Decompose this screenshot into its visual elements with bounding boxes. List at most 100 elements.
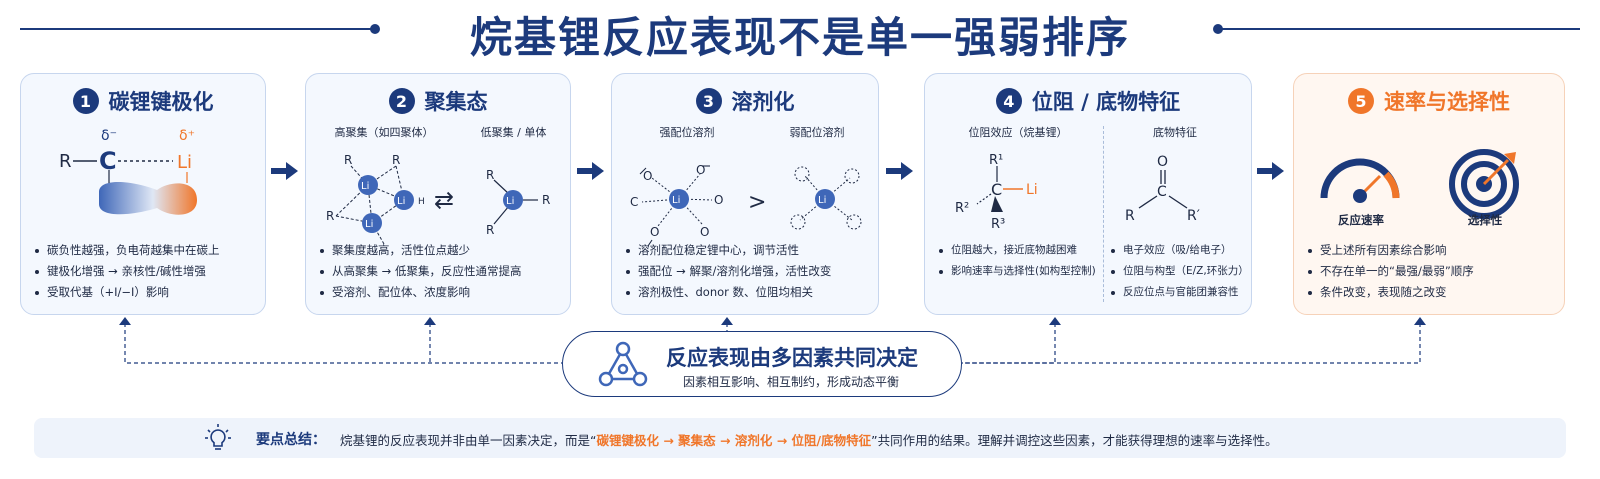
carbon-atom: C	[630, 195, 638, 209]
comparison-symbol: >	[748, 190, 766, 215]
selectivity-label: 选择性	[1467, 213, 1503, 227]
bullet-list: 碳负性越强，负电荷越集中在碳上 键极化增强 → 亲核性/碱性增强 受取代基（+I…	[35, 240, 220, 303]
r-group: R	[542, 193, 550, 207]
summary-bar: 要点总结： 烷基锂的反应表现并非由单一因素决定，而是“碳锂键极化 → 聚集态 →…	[34, 418, 1566, 458]
rate-label: 反应速率	[1338, 213, 1384, 227]
oxygen-atom: O	[1157, 154, 1168, 170]
equilibrium-symbol: ⇄	[434, 186, 454, 214]
rate-selectivity-icons	[1320, 149, 1519, 219]
subheading-steric-effect: 位阻效应（烷基锂）	[968, 126, 1068, 139]
carbon-atom: C	[1157, 184, 1167, 200]
card-polarization: 1 碳锂键极化 R C Li δ⁻ δ⁺ 碳负性越强，负电荷越集中在碳上 键极化…	[20, 73, 266, 315]
card-title: 聚集态	[424, 90, 488, 114]
bullet-item: 影响速率与选择性(如构型控制)	[939, 261, 1096, 282]
carbon-atom: C	[991, 180, 1002, 199]
r-group: R	[326, 209, 334, 223]
aggregation-illustration: Li Li Li R R R H ⇄ Li R R R	[326, 153, 550, 245]
card-title: 溶剂化	[731, 90, 795, 114]
card-title: 位阻 / 底物特征	[1031, 90, 1181, 114]
r-group: R	[486, 223, 494, 237]
bullet-item: 溶剂极性、donor 数、位阻均相关	[626, 282, 831, 303]
lithium-atom: Li	[672, 195, 680, 206]
bullet-item: 键极化增强 → 亲核性/碱性增强	[35, 261, 220, 282]
r3-group: R³	[991, 217, 1005, 232]
bullet-item: 不存在单一的“最强/最弱”顺序	[1308, 261, 1474, 282]
oxygen-atom: O	[700, 225, 709, 239]
subheading-high-aggregation: 高聚集（如四聚体）	[334, 126, 434, 139]
card-header: 4 位阻 / 底物特征	[925, 84, 1251, 118]
bullet-item: 溶剂配位稳定锂中心，调节活性	[626, 240, 831, 261]
title-dot-left	[370, 24, 380, 34]
bullet-item: 反应位点与官能团兼容性	[1111, 282, 1249, 303]
r-group: R	[392, 153, 400, 167]
electron-density-lobe	[99, 182, 197, 215]
summary-text: 烷基锂的反应表现并非由单一因素决定，而是“碳锂键极化 → 聚集态 → 溶剂化 →…	[340, 430, 1278, 449]
bullet-item: 聚集度越高，活性位点越少	[320, 240, 521, 261]
title-line-left	[20, 28, 372, 30]
step-number: 3	[695, 88, 722, 114]
lithium-atom: Li	[397, 196, 405, 207]
step-number: 5	[1348, 88, 1374, 114]
card-header: 1 碳锂键极化	[21, 84, 265, 118]
c-li-bond-illustration: R C Li δ⁻ δ⁺	[59, 128, 197, 215]
summary-label: 要点总结：	[256, 432, 326, 448]
bullet-item: 受取代基（+I/−I）影响	[35, 282, 220, 303]
oxygen-atom: O	[714, 193, 723, 207]
step-number: 2	[388, 88, 415, 114]
column-divider	[1103, 126, 1104, 302]
flow-arrow-right	[577, 162, 604, 180]
lithium-atom: Li	[1026, 182, 1038, 198]
r-group: R	[1125, 208, 1135, 224]
r-group: R	[59, 151, 72, 172]
r-group: R	[344, 153, 352, 167]
r-prime-group: R′	[1187, 208, 1200, 224]
bullet-list-right: 电子效应（吸/给电子） 位阻与构型（E/Z,环张力） 反应位点与官能团兼容性	[1111, 240, 1249, 303]
hydrogen-atom: H	[418, 197, 425, 207]
central-conclusion: 反应表现由多因素共同决定 因素相互影响、相互制约，形成动态平衡	[562, 331, 962, 397]
central-subtitle: 因素相互影响、相互制约，形成动态平衡	[683, 375, 900, 389]
lithium-atom: Li	[361, 181, 369, 192]
partial-positive: δ⁺	[179, 128, 195, 144]
bullet-item: 碳负性越强，负电荷越集中在碳上	[35, 240, 220, 261]
bullet-list: 受上述所有因素综合影响 不存在单一的“最强/最弱”顺序 条件改变，表现随之改变	[1308, 240, 1474, 303]
target-icon	[1449, 149, 1519, 219]
bullet-item: 位阻越大，接近底物越困难	[939, 240, 1096, 261]
oxygen-atom: O	[696, 163, 705, 177]
r-group: R	[486, 168, 494, 182]
lithium-atom: Li	[506, 196, 514, 207]
lightbulb-icon	[205, 424, 231, 450]
lithium-atom: Li	[177, 152, 192, 173]
bullet-item: 电子效应（吸/给电子）	[1111, 240, 1249, 261]
sterics-illustration: R¹ C Li R² R³ O C R R′	[955, 153, 1200, 232]
lithium-atom: Li	[365, 219, 373, 230]
connector-lines	[119, 317, 1426, 364]
card-header: 2 聚集态	[306, 84, 570, 118]
card-title: 碳锂键极化	[108, 90, 214, 114]
r2-group: R²	[955, 201, 969, 216]
summary-text-after: ”共同作用的结果。理解并调控这些因素，才能获得理想的速率与选择性。	[871, 433, 1278, 448]
card-header: 3 溶剂化	[612, 84, 878, 118]
card-aggregation: 2 聚集态 高聚集（如四聚体） 低聚集 / 单体 Li Li Li R R R …	[305, 73, 571, 315]
card-header: 5 速率与选择性	[1294, 84, 1564, 118]
card-sterics-substrate: 4 位阻 / 底物特征 位阻效应（烷基锂） 底物特征 R¹ C Li R² R³…	[924, 73, 1252, 315]
bullet-list: 溶剂配位稳定锂中心，调节活性 强配位 → 解聚/溶剂化增强，活性改变 溶剂极性、…	[626, 240, 831, 303]
card-title: 速率与选择性	[1384, 90, 1510, 114]
solvation-illustration: Li O O C O O O > Li	[630, 163, 862, 247]
central-title: 反应表现由多因素共同决定	[666, 346, 918, 370]
summary-highlight: 碳锂键极化 → 聚集态 → 溶剂化 → 位阻/底物特征	[596, 433, 872, 448]
bullet-item: 受上述所有因素综合影响	[1308, 240, 1474, 261]
oxygen-atom: O	[650, 225, 659, 239]
flow-arrow-right	[886, 162, 913, 180]
bullet-item: 强配位 → 解聚/溶剂化增强，活性改变	[626, 261, 831, 282]
partial-negative: δ⁻	[101, 128, 117, 144]
bullet-item: 从高聚集 → 低聚集，反应性通常提高	[320, 261, 521, 282]
subheading-weak-solvent: 弱配位溶剂	[789, 126, 845, 139]
bullet-item: 位阻与构型（E/Z,环张力）	[1111, 261, 1249, 282]
bullet-list-left: 位阻越大，接近底物越困难 影响速率与选择性(如构型控制)	[939, 240, 1096, 282]
card-rate-selectivity: 5 速率与选择性 反应速率 选择性 受上述所有因素综合影响 不存在单一的“最强/…	[1293, 73, 1565, 315]
title-line-right	[1222, 28, 1580, 30]
carbon-atom: C	[99, 147, 117, 175]
bullet-item: 受溶剂、配位体、浓度影响	[320, 282, 521, 303]
bullet-item: 条件改变，表现随之改变	[1308, 282, 1474, 303]
oxygen-atom: O	[643, 169, 652, 183]
